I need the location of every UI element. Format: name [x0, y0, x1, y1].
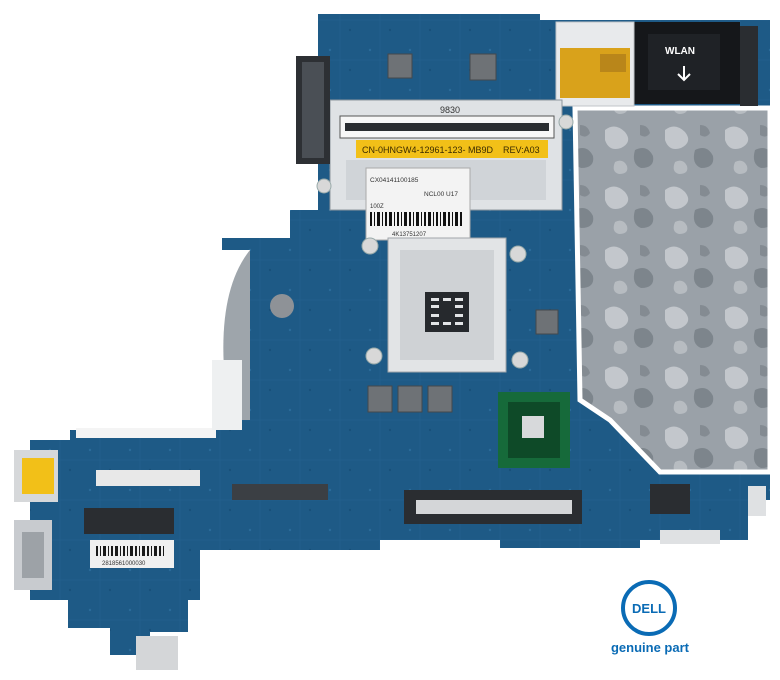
- svg-text:NCL00 U17: NCL00 U17: [424, 191, 458, 198]
- gray-pcb-area: [572, 105, 773, 475]
- dell-logo: DELL: [621, 580, 677, 636]
- wlan-label: WLAN: [665, 46, 695, 57]
- audio-jack: [650, 484, 690, 514]
- svg-text:CX04141100185: CX04141100185: [370, 177, 419, 184]
- svg-text:4K13751207: 4K13751207: [392, 232, 427, 238]
- svg-text:2818561000030: 2818561000030: [102, 561, 146, 567]
- barcode: [370, 212, 462, 226]
- part-number-text: CN-0HNGW4-12961-123- MB9D: [362, 145, 494, 155]
- part-number-label: [356, 140, 548, 158]
- revision-text: REV:A03: [503, 145, 540, 155]
- barcode-sticker: [365, 167, 471, 241]
- svg-text:100Z: 100Z: [370, 204, 384, 210]
- ram-marking: 9830: [440, 105, 460, 115]
- power-chokes: [367, 53, 559, 413]
- genuine-part-text: genuine part: [610, 640, 689, 655]
- dell-logo-text: DELL: [632, 601, 666, 616]
